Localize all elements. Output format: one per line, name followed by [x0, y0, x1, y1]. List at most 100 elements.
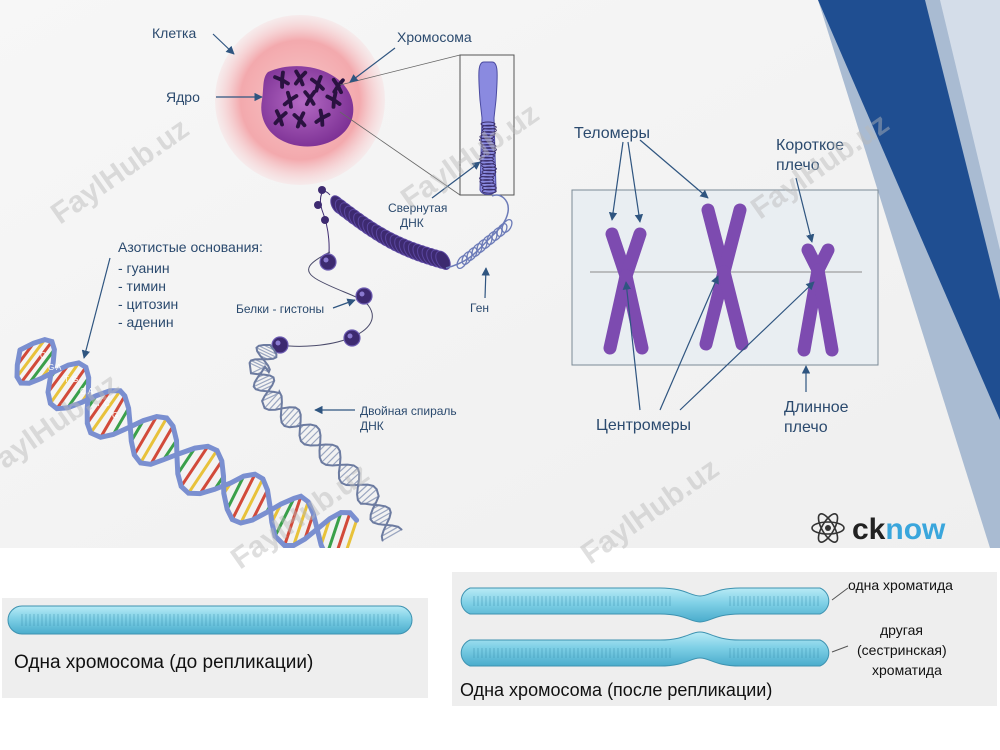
nucleus-chromosome [273, 109, 288, 127]
helix-rung [325, 450, 341, 466]
helix-rung [345, 472, 360, 486]
helix-rung [300, 425, 317, 442]
gene-coil [445, 194, 513, 270]
caption-before: Одна хромосома (до репликации) [14, 652, 313, 673]
base-letter: G [112, 411, 118, 420]
telomere-chromosomes [603, 203, 839, 357]
chromosome-arm [717, 203, 747, 279]
base-letter: A [88, 387, 94, 396]
chromosome-arm [316, 82, 325, 91]
coil-loop [479, 175, 495, 181]
label-coiled-dna-1: Свернутая [388, 201, 447, 215]
helix-rung [299, 424, 311, 436]
label-base-guanine: - гуанин [118, 260, 170, 276]
coil-loop [480, 172, 496, 178]
tube-before-ridges [21, 614, 399, 626]
nucleus-chromosome-x [273, 109, 288, 127]
cknow-logo: cknow [811, 513, 946, 546]
helix-rung [187, 449, 219, 494]
histone-bead [319, 253, 337, 271]
helix-rung [283, 495, 303, 546]
label-bases-title: Азотистые основания: [118, 239, 263, 255]
coil-loop [480, 140, 496, 146]
chromosome-arm [280, 78, 290, 86]
double-helix-small [248, 344, 403, 542]
label-double-helix-1: Двойная спираль [360, 404, 457, 418]
helix-backbone [14, 347, 360, 548]
coil-loop [480, 131, 496, 137]
coiled-dna-strand [314, 186, 451, 270]
histone-strand [279, 251, 373, 347]
coil-loop [482, 147, 497, 153]
chromosome-arm [336, 84, 343, 95]
base-letter: G [48, 363, 54, 372]
arrow-centromere-1 [622, 281, 641, 411]
label-one-chromatid: одна хроматида [848, 577, 953, 593]
helix-rung [111, 407, 130, 436]
helix-rung [139, 417, 169, 464]
label-centromeres: Центромеры [596, 417, 691, 434]
base-letter: T [96, 399, 101, 408]
nucleus-chromosome-x [292, 111, 307, 129]
helix-rung [251, 489, 269, 521]
nucleus-chromosome [273, 70, 290, 89]
nucleus-chromosome-x [310, 75, 325, 93]
zoom-line-top [339, 54, 461, 86]
coil-loop [481, 127, 497, 133]
helix-rung [258, 345, 277, 355]
nucleus-chromosome-x [303, 89, 317, 107]
helix-rung [249, 362, 270, 373]
cell-illustration [215, 15, 385, 185]
base-letter: A [56, 363, 62, 372]
helix-rung [86, 389, 112, 425]
label-coiled-dna-2: ДНК [400, 216, 424, 230]
helix-rung [230, 473, 257, 521]
helix-rung [55, 366, 88, 410]
label-other-chromatid-2: (сестринская) [857, 642, 947, 658]
coil-loop [479, 137, 495, 143]
helix-rung [254, 374, 271, 384]
chromatid-one [460, 587, 830, 623]
arrow-short-arm [795, 177, 815, 243]
coil-bead [321, 216, 329, 224]
helix-rung [253, 376, 274, 388]
arrow-gene [481, 267, 490, 299]
base-letter: G [72, 375, 78, 384]
label-telomeres: Теломеры [574, 125, 650, 142]
helix-rung [370, 508, 390, 520]
helix-rung [321, 446, 338, 463]
histone-highlight [275, 340, 281, 346]
chromosome-metacentric [699, 203, 749, 351]
helix-rung [382, 529, 402, 541]
helix-rung [89, 389, 122, 434]
helix-rung [28, 348, 56, 385]
helix-rung [281, 407, 296, 423]
arrow-chromosome [349, 47, 396, 83]
nucleus-chromosome-x [331, 77, 345, 95]
arrow-telomere-1 [608, 141, 624, 221]
arrow-bases [81, 257, 111, 359]
chromosome-detail-box [459, 54, 515, 196]
helix-rung [338, 464, 355, 480]
chromosome-after [460, 587, 830, 667]
chromosome-arm [278, 116, 284, 127]
arrow-cell [212, 33, 235, 55]
label-nucleus: Ядро [166, 89, 200, 105]
label-base-adenine: - аденин [118, 314, 174, 330]
chromosome-acrocentric [797, 243, 839, 357]
cell-nucleus [261, 66, 354, 147]
pointer-other-chromatid [831, 645, 849, 653]
coil-loop [481, 124, 497, 130]
coil-bead [318, 186, 326, 194]
chromosome-arm [332, 98, 342, 106]
helix-rung [341, 467, 359, 484]
helix-rung [378, 517, 390, 525]
nucleus-chromosome-x [314, 108, 331, 127]
arrow-histones [332, 298, 356, 309]
helix-rung [360, 488, 378, 505]
zoom-line-bottom [339, 111, 461, 196]
helix-rung [254, 358, 269, 367]
helix-rung [273, 497, 296, 537]
